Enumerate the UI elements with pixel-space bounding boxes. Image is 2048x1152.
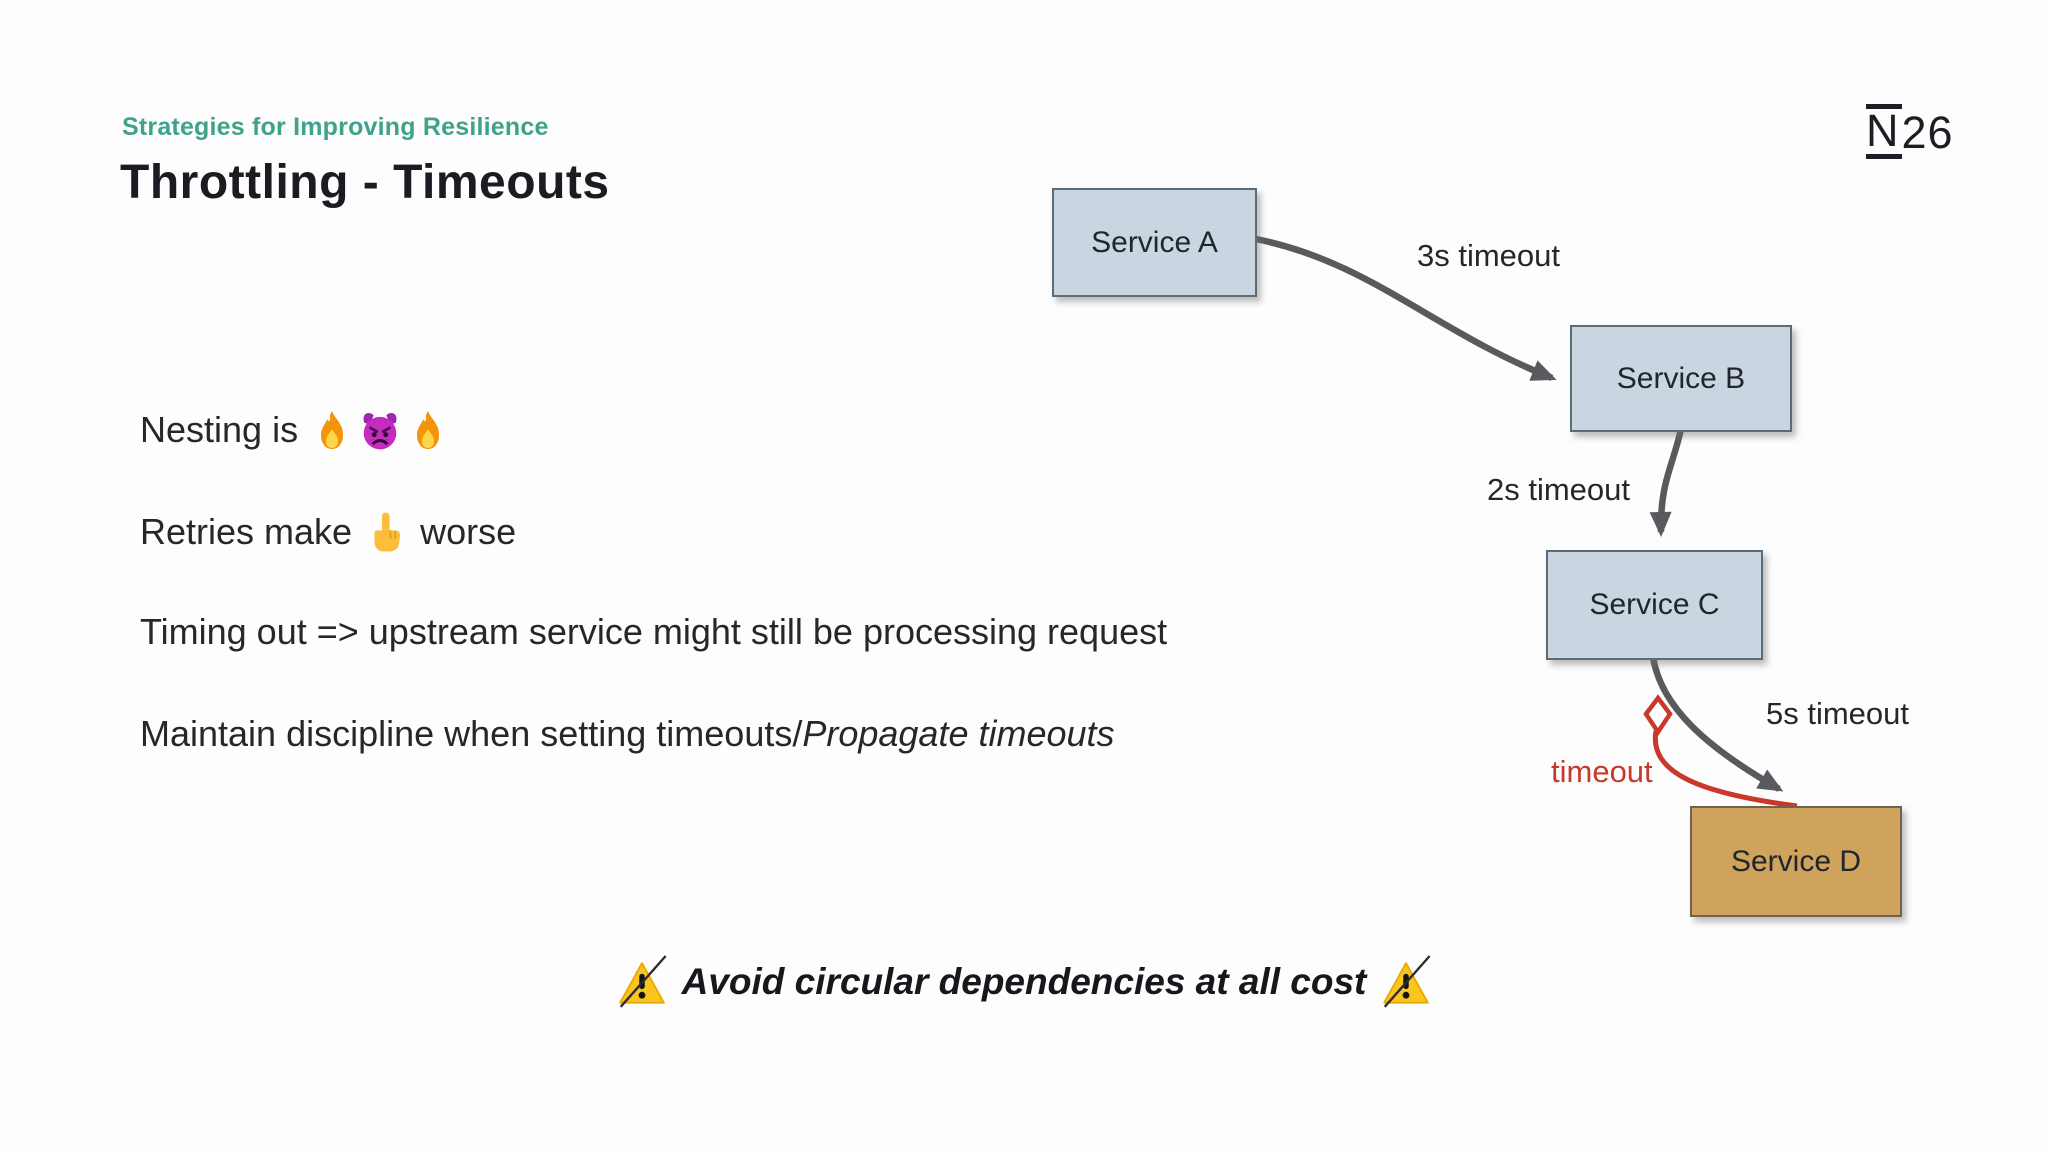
fire-icon: [321, 411, 344, 449]
fire-icon: [417, 411, 440, 449]
service-b-node: Service B: [1570, 325, 1792, 432]
warning-banner: Avoid circular dependencies at all cost: [0, 944, 2048, 1020]
n26-logo-digits: 26: [1901, 107, 1954, 158]
point-up-icon: [374, 512, 401, 552]
warning-text: Avoid circular dependencies at all cost: [681, 961, 1367, 1002]
edge-label-3s-timeout: 3s timeout: [1417, 238, 1561, 273]
eyebrow-label: Strategies for Improving Resilience: [122, 113, 549, 141]
bullet-discipline: Maintain discipline when setting timeout…: [140, 708, 1115, 760]
page-title: Throttling - Timeouts: [120, 156, 610, 209]
edge-label-timeout-red: timeout: [1551, 754, 1653, 789]
service-c-node: Service C: [1546, 550, 1763, 660]
bullet-discipline-italic: Propagate timeouts: [802, 713, 1115, 754]
angry-devil-icon: [363, 412, 397, 450]
edge-label-5s-timeout: 5s timeout: [1766, 696, 1910, 731]
bullet-timing-text: Timing out => upstream service might sti…: [140, 611, 1168, 652]
service-b-label: Service B: [1616, 361, 1746, 395]
n26-logo-n: N: [1866, 104, 1902, 160]
bullet-timing: Timing out => upstream service might sti…: [140, 606, 1167, 658]
bullet-nesting: Nesting is: [140, 404, 452, 456]
edge-label-2s-timeout: 2s timeout: [1487, 472, 1631, 507]
edge-b-to-c: [1649, 428, 1685, 537]
bullet-discipline-normal: Maintain discipline when setting timeout…: [140, 713, 803, 754]
service-d-label: Service D: [1730, 844, 1862, 878]
bullet-retries-suffix: worse: [410, 511, 517, 552]
edge-a-to-b: [1255, 235, 1557, 382]
service-a-label: Service A: [1091, 225, 1218, 259]
bullet-retries: Retries make worse: [140, 506, 516, 558]
bullet-retries-prefix: Retries make: [140, 511, 363, 552]
edge-timeout-return: [1652, 730, 1798, 809]
service-a-node: Service A: [1052, 188, 1257, 297]
timeout-diamond: [1643, 694, 1673, 737]
warning-icon: [1383, 955, 1431, 1008]
service-d-node: Service D: [1690, 806, 1902, 917]
bullet-nesting-text: Nesting is: [140, 409, 309, 450]
warning-icon: [618, 955, 667, 1008]
edge-c-to-d: [1649, 656, 1784, 792]
service-c-label: Service C: [1589, 588, 1720, 621]
